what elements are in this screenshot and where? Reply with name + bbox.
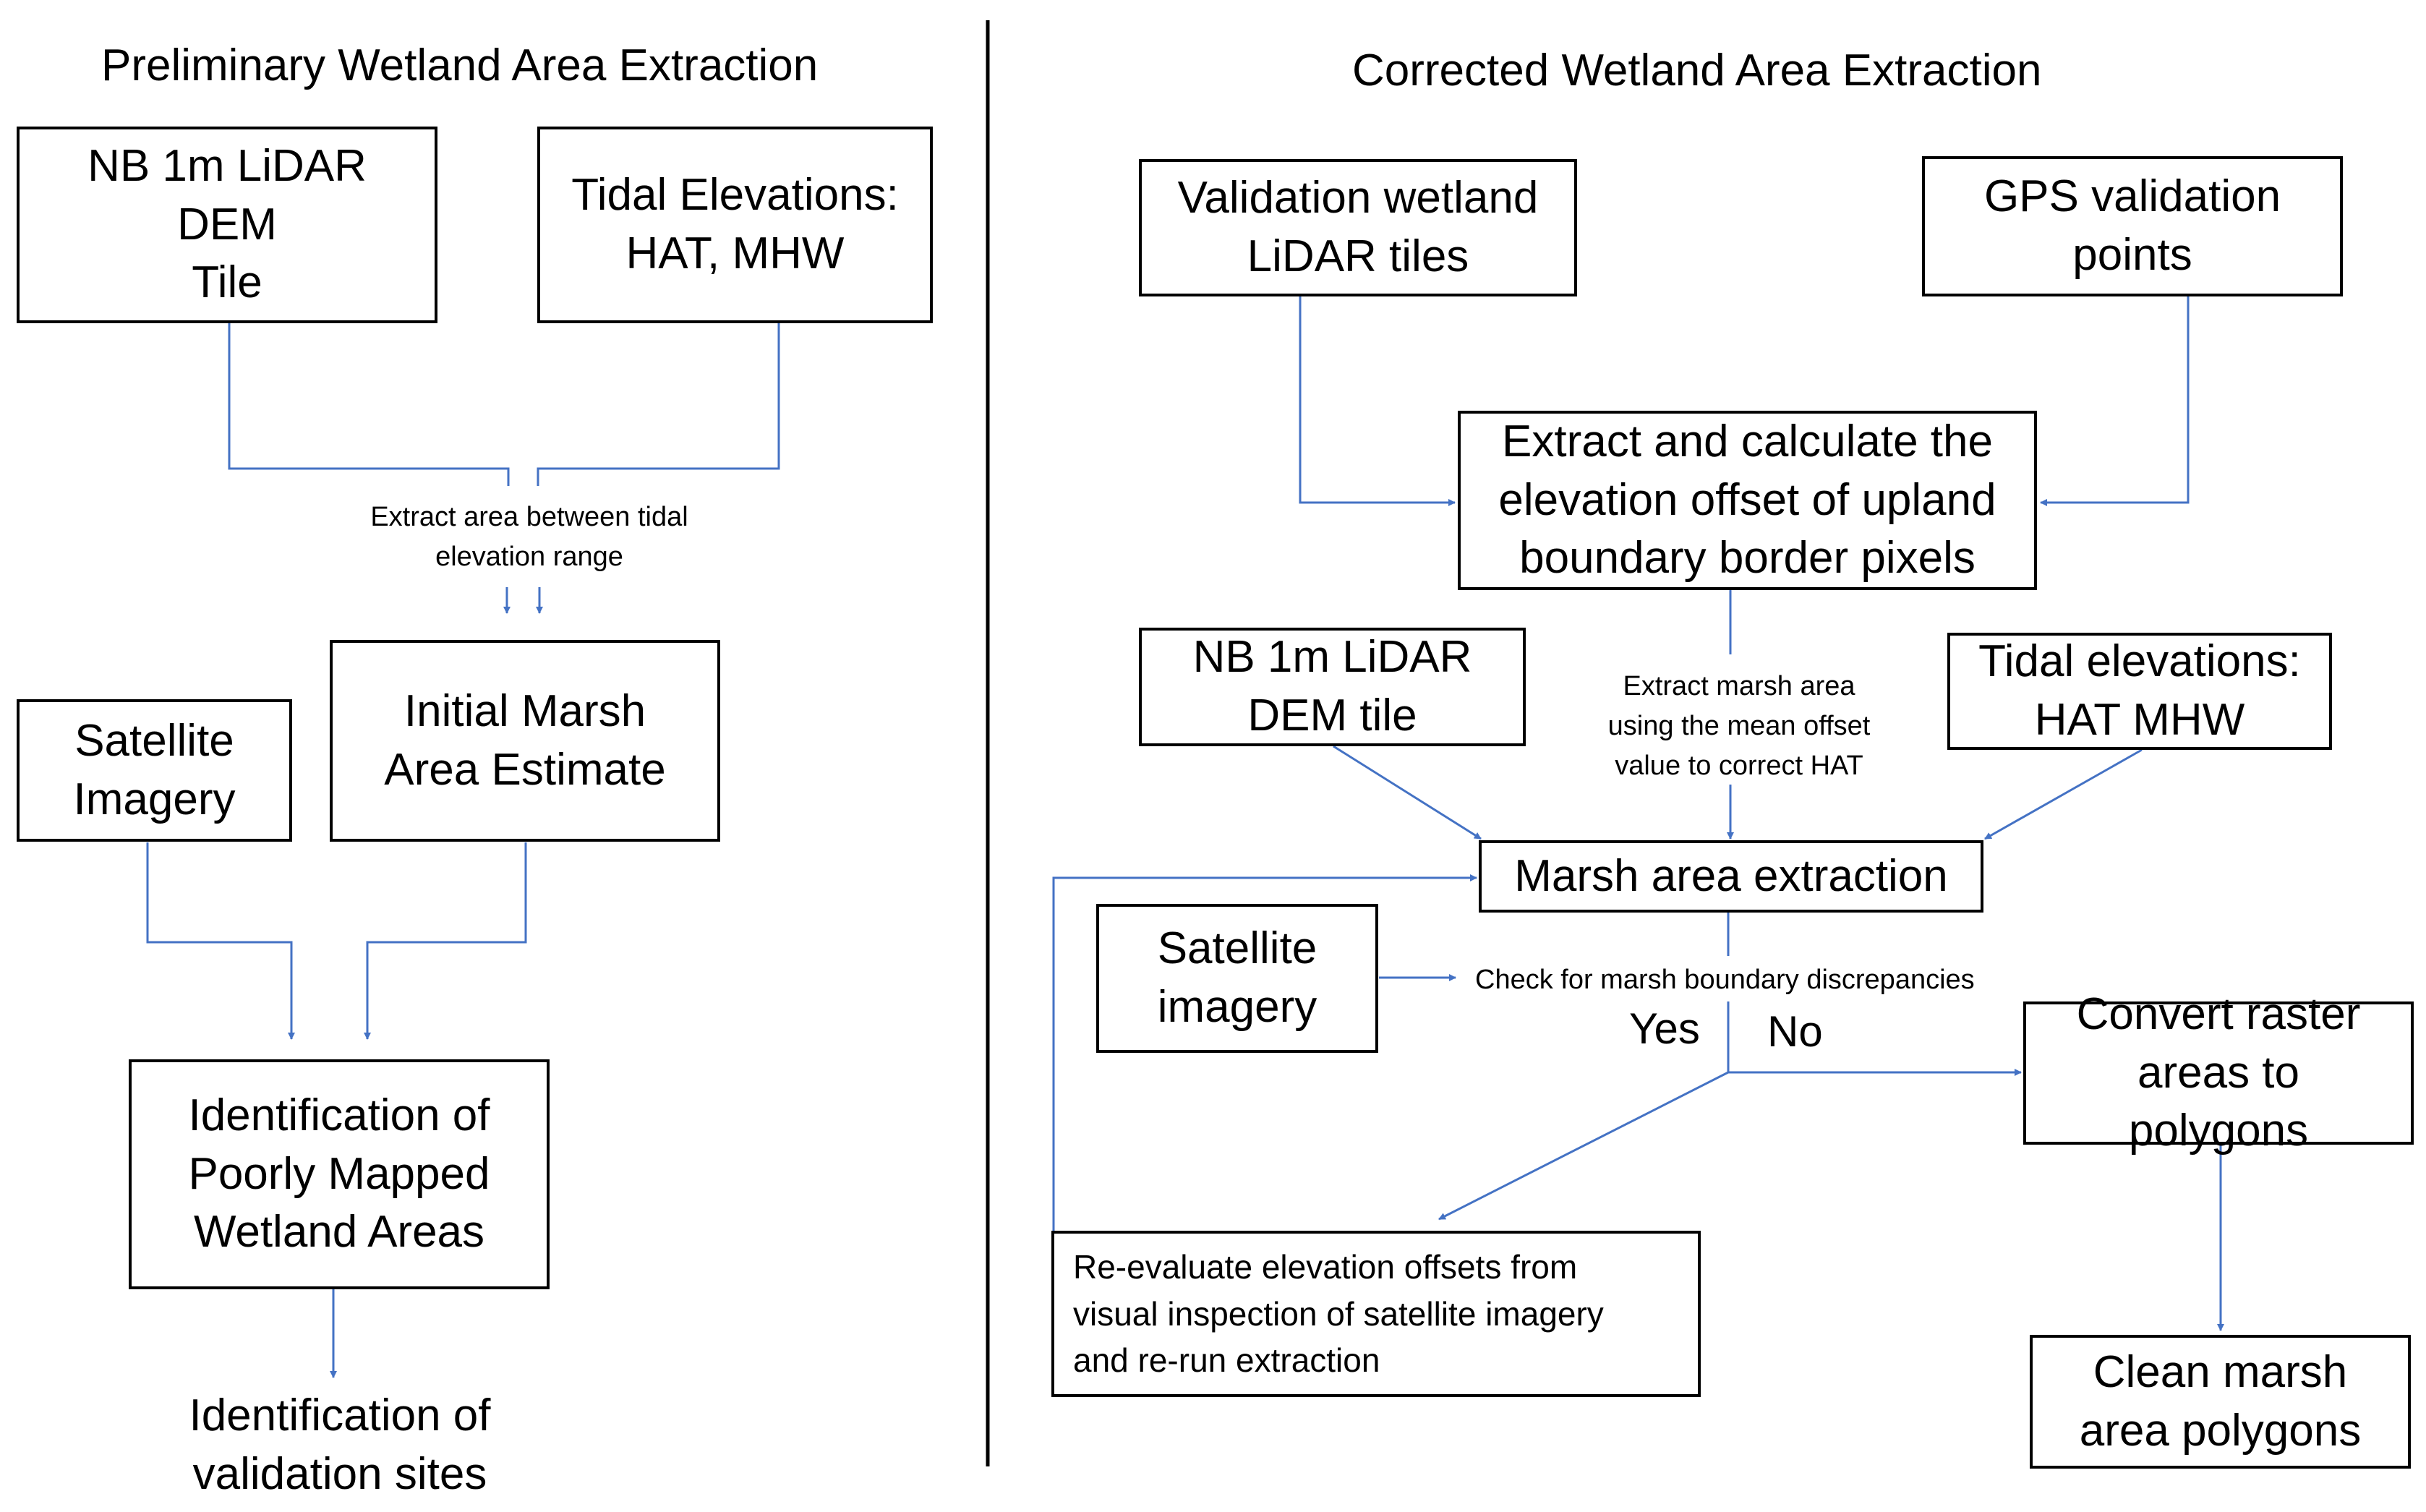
- marsh-extraction-box: Marsh area extraction: [1479, 840, 1983, 913]
- left-tidal-elevations-label: Tidal Elevations: HAT, MHW: [571, 170, 899, 278]
- arrow-dem-to-marsh: [1333, 745, 1482, 840]
- right-satellite-imagery-box: Satellite imagery: [1096, 904, 1378, 1053]
- gps-points-box: GPS validation points: [1922, 156, 2343, 296]
- arrow-initial-to-poorly: [364, 842, 527, 1040]
- arrow-yes-to-reevaluate: [1438, 1071, 1729, 1221]
- validation-tiles-box: Validation wetland LiDAR tiles: [1139, 159, 1577, 296]
- arrow-gps-to-extract: [2040, 296, 2190, 506]
- arrow-tidal-to-marsh: [1984, 748, 2143, 840]
- check-label: Check for marsh boundary discrepancies: [1475, 965, 1975, 995]
- connector-tidal-down: [537, 323, 780, 486]
- right-satellite-imagery-label: Satellite imagery: [1157, 923, 1317, 1032]
- offset-label: Extract marsh area using the mean offset…: [1607, 671, 1871, 782]
- reevaluate-box: Re-evaluate elevation offsets from visua…: [1051, 1231, 1701, 1397]
- left-dem-tile-label: NB 1m LiDAR DEM Tile: [87, 141, 367, 308]
- right-tidal-elevations-label: Tidal elevations: HAT MHW: [1978, 636, 2301, 745]
- clean-polygons-label: Clean marsh area polygons: [2079, 1346, 2362, 1456]
- yes-label: Yes: [1629, 1004, 1700, 1053]
- initial-estimate-box: Initial Marsh Area Estimate: [330, 640, 720, 842]
- validation-tiles-label: Validation wetland LiDAR tiles: [1177, 173, 1539, 281]
- extract-offset-label: Extract and calculate the elevation offs…: [1498, 417, 1996, 584]
- left-dem-tile-box: NB 1m LiDAR DEM Tile: [17, 127, 437, 323]
- gps-points-label: GPS validation points: [1983, 171, 2281, 280]
- poorly-mapped-box: Identification of Poorly Mapped Wetland …: [129, 1059, 550, 1289]
- left-panel-title: Preliminary Wetland Area Extraction: [101, 40, 819, 90]
- clean-polygons-box: Clean marsh area polygons: [2030, 1335, 2411, 1469]
- convert-polygons-label: Convert raster areas to polygons: [2076, 989, 2361, 1156]
- extract-offset-box: Extract and calculate the elevation offs…: [1458, 411, 2037, 590]
- poorly-mapped-label: Identification of Poorly Mapped Wetland …: [188, 1090, 490, 1257]
- arrow-satellite-to-poorly: [146, 842, 295, 1040]
- left-tidal-elevations-box: Tidal Elevations: HAT, MHW: [537, 127, 933, 323]
- right-dem-tile-box: NB 1m LiDAR DEM tile: [1139, 628, 1526, 746]
- left-extract-label: Extract area between tidal elevation ran…: [370, 502, 688, 573]
- arrow-reevaluate-loop: [1052, 874, 1477, 1231]
- right-panel-title: Corrected Wetland Area Extraction: [1352, 46, 2042, 95]
- left-satellite-imagery-box: Satellite Imagery: [17, 699, 292, 842]
- left-satellite-imagery-label: Satellite Imagery: [73, 715, 236, 824]
- right-dem-tile-label: NB 1m LiDAR DEM tile: [1192, 632, 1472, 740]
- reevaluate-label: Re-evaluate elevation offsets from visua…: [1073, 1248, 1604, 1380]
- right-tidal-elevations-box: Tidal elevations: HAT MHW: [1947, 633, 2332, 750]
- marsh-extraction-label: Marsh area extraction: [1514, 850, 1948, 901]
- arrow-tiles-to-extract: [1299, 296, 1456, 506]
- connector-dem-down: [228, 323, 510, 486]
- convert-polygons-box: Convert raster areas to polygons: [2023, 989, 2414, 1156]
- validation-sites-label: Identification of validation sites: [189, 1391, 491, 1499]
- no-label: No: [1767, 1007, 1823, 1056]
- initial-estimate-label: Initial Marsh Area Estimate: [384, 685, 666, 795]
